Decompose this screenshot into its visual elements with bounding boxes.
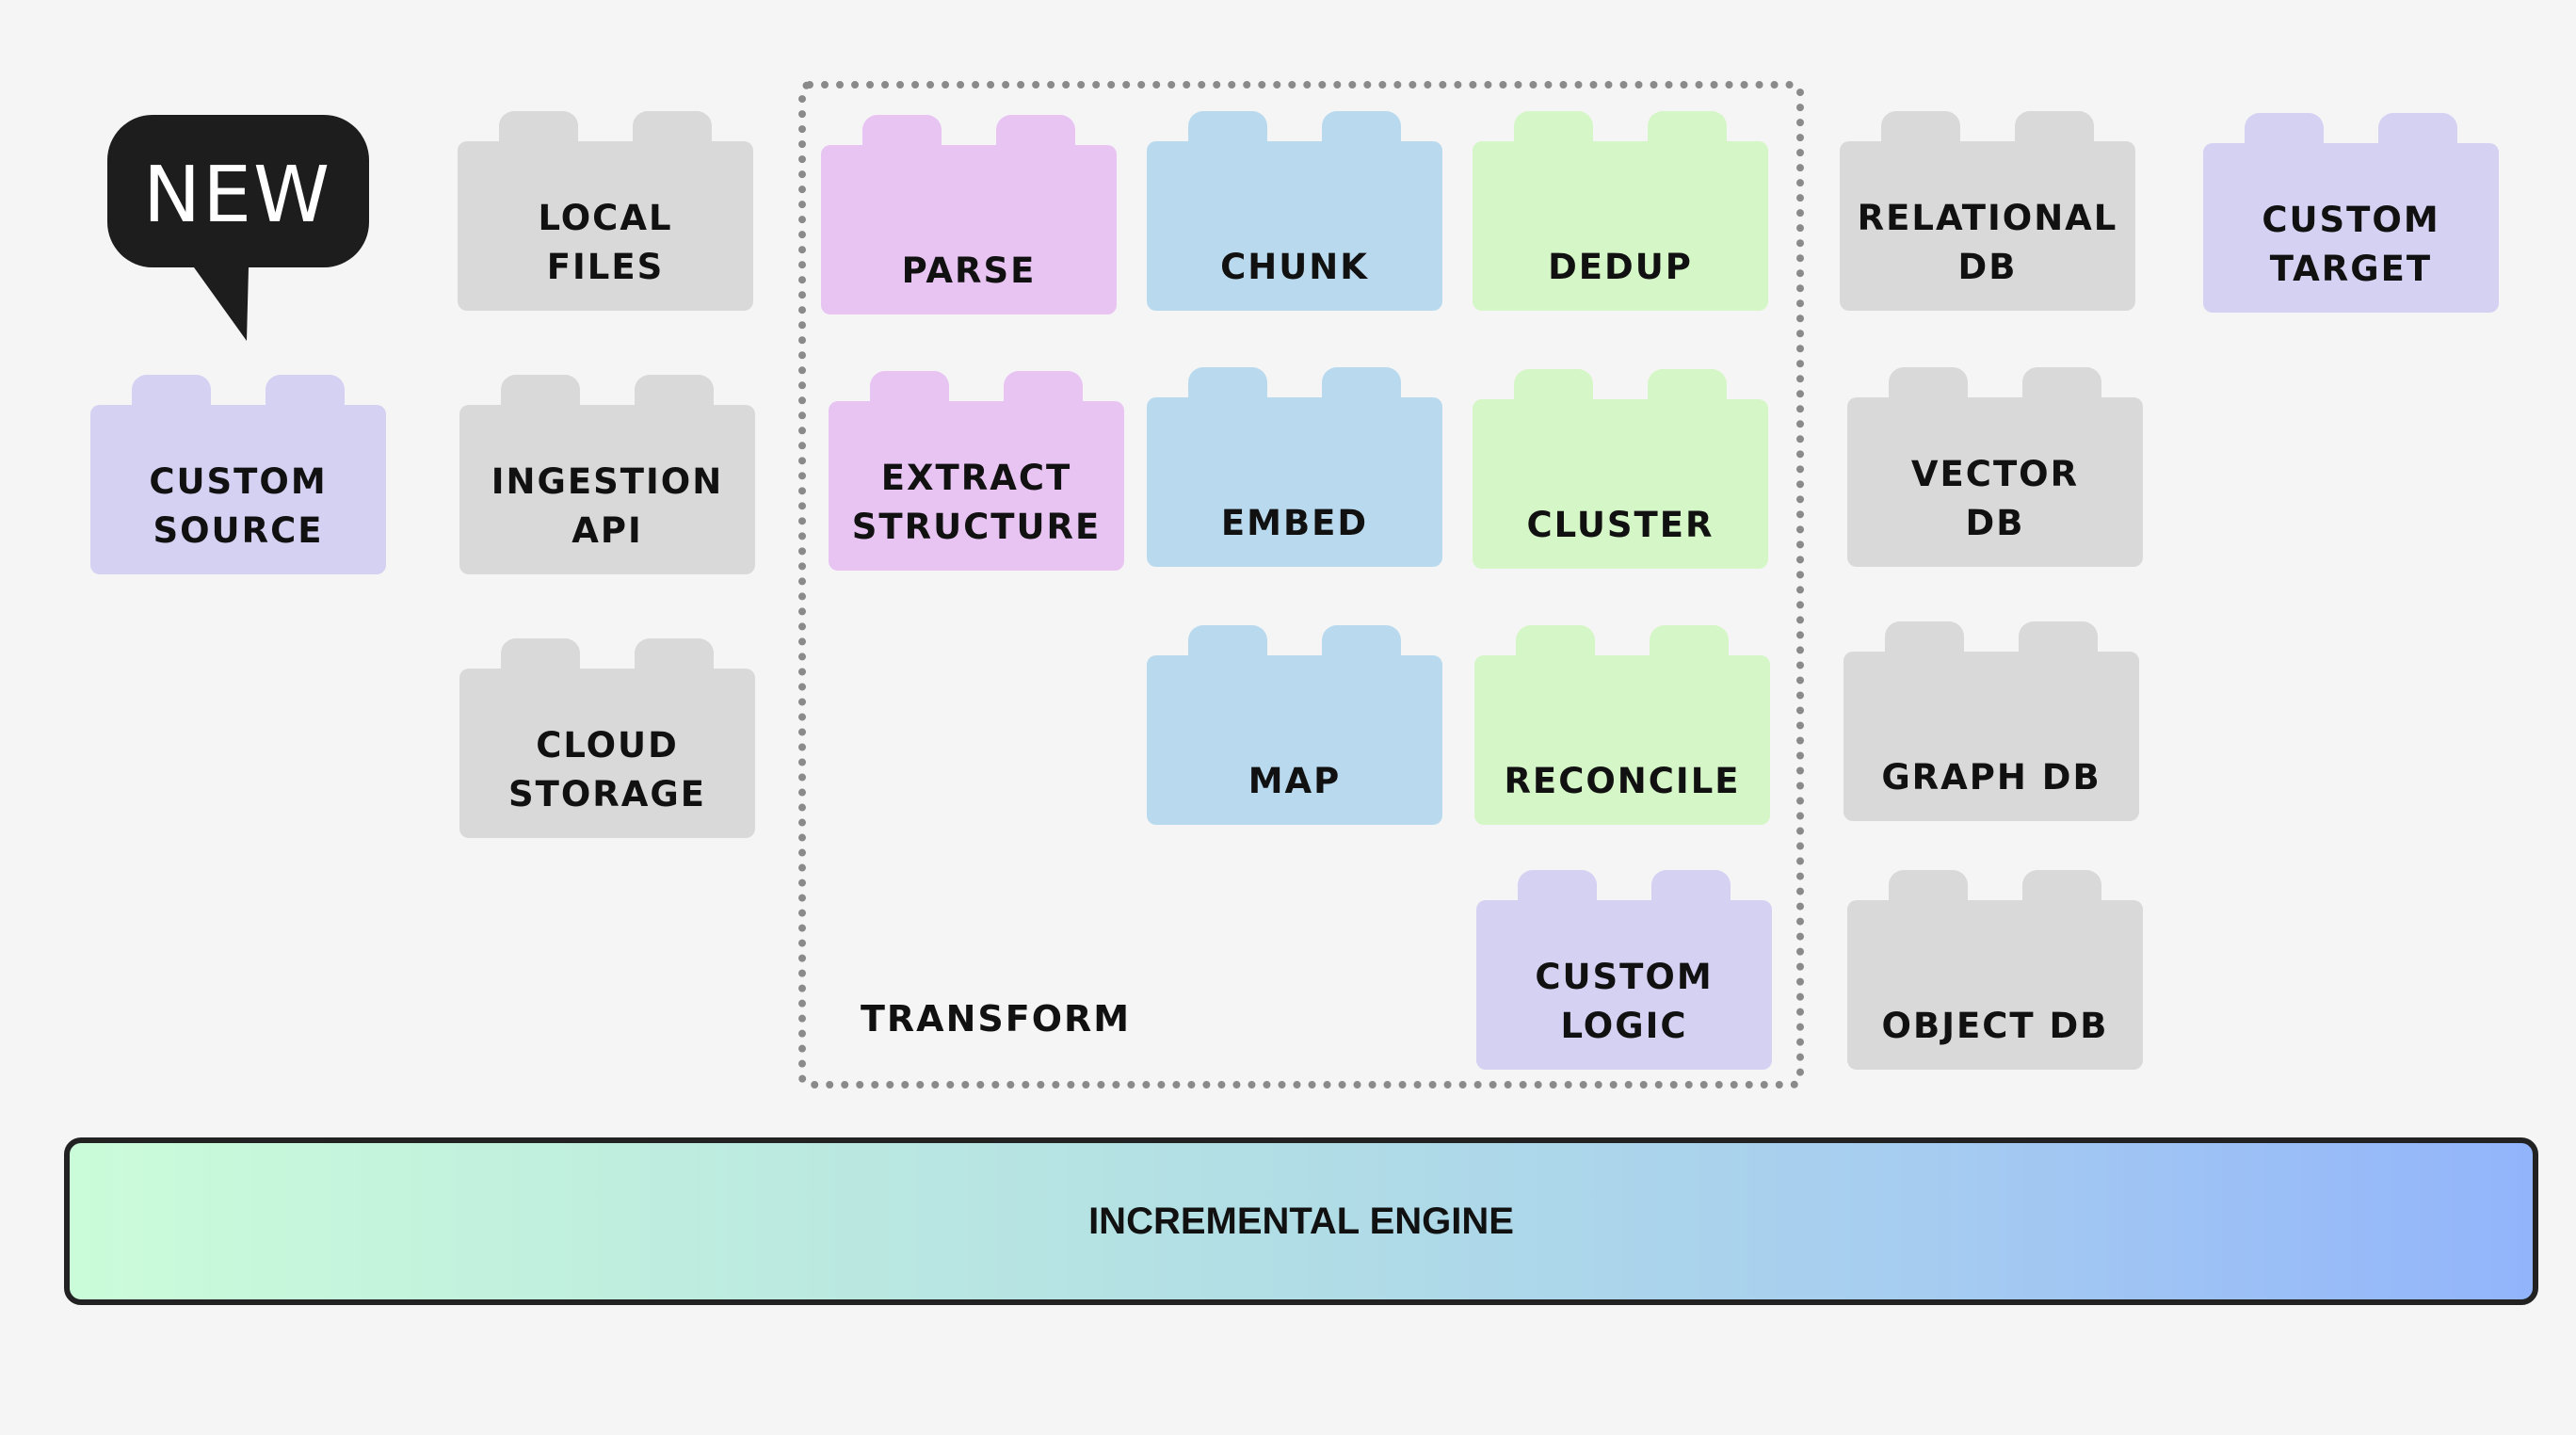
block-label: INGESTION API — [491, 461, 724, 551]
incremental-engine-bar: INCREMENTAL ENGINE — [64, 1137, 2538, 1305]
block-label: VECTOR DB — [1910, 454, 2080, 543]
block-label: CUSTOM LOGIC — [1535, 957, 1714, 1046]
block-label: DEDUP — [1548, 247, 1693, 287]
block-label: CUSTOM SOURCE — [149, 461, 328, 551]
transform-group-label: TRANSFORM — [861, 998, 1132, 1040]
new-badge-text: NEW — [142, 151, 332, 240]
block-label: CLOUD STORAGE — [507, 725, 707, 814]
speech-bubble-icon — [107, 115, 369, 341]
block-label: MAP — [1248, 761, 1342, 801]
block-label: RELATIONAL DB — [1857, 198, 2118, 287]
block-label: CHUNK — [1220, 247, 1369, 287]
block-label: EXTRACT STRUCTURE — [851, 458, 1102, 547]
block-label: CUSTOM TARGET — [2262, 200, 2440, 289]
incremental-engine-label: INCREMENTAL ENGINE — [1088, 1200, 1514, 1242]
block-label: OBJECT DB — [1881, 1006, 2109, 1046]
block-label: LOCAL FILES — [538, 198, 673, 287]
block-label: PARSE — [901, 250, 1037, 291]
block-label: GRAPH DB — [1881, 757, 2101, 798]
block-label: EMBED — [1220, 503, 1369, 543]
new-badge: NEW — [105, 111, 375, 347]
block-label: CLUSTER — [1526, 505, 1715, 545]
block-label: RECONCILE — [1504, 761, 1741, 801]
transform-group-border — [798, 81, 1804, 1088]
